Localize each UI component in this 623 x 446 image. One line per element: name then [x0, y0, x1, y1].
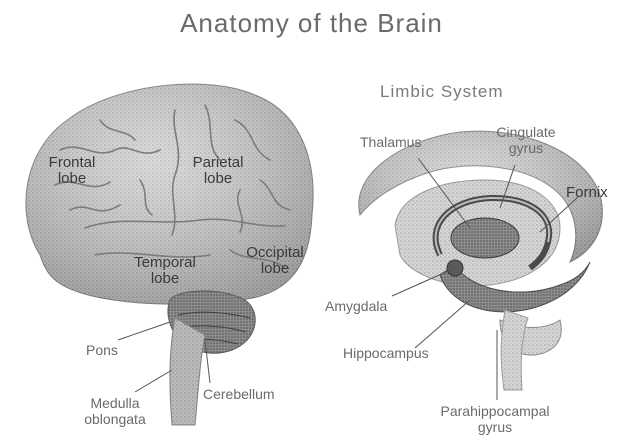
label-parahippocampal-gyrus: Parahippocampal gyrus [425, 403, 565, 435]
label-cingulate-line1: Cingulate [476, 124, 576, 140]
label-parahippocampal-line2: gyrus [425, 419, 565, 435]
label-fornix: Fornix [566, 185, 608, 201]
label-amygdala: Amygdala [325, 298, 387, 314]
label-frontal-lobe-line1: Frontal [36, 155, 108, 171]
label-medulla-oblongata: Medulla oblongata [65, 395, 165, 427]
label-hippocampus: Hippocampus [343, 345, 429, 361]
label-pons: Pons [86, 342, 118, 358]
label-occipital-lobe-line1: Occipital [233, 245, 317, 261]
label-frontal-lobe: Frontal lobe [36, 155, 108, 187]
label-cerebellum: Cerebellum [203, 386, 275, 402]
label-cingulate-gyrus: Cingulate gyrus [476, 124, 576, 156]
label-temporal-lobe: Temporal lobe [122, 255, 208, 287]
label-medulla-line1: Medulla [65, 395, 165, 411]
label-occipital-lobe-line2: lobe [233, 261, 317, 277]
label-temporal-lobe-line1: Temporal [122, 255, 208, 271]
label-parahippocampal-line1: Parahippocampal [425, 403, 565, 419]
label-parietal-lobe-line2: lobe [178, 171, 258, 187]
label-temporal-lobe-line2: lobe [122, 271, 208, 287]
label-medulla-line2: oblongata [65, 411, 165, 427]
label-cingulate-line2: gyrus [476, 140, 576, 156]
limbic-system-title: Limbic System [380, 82, 504, 102]
label-parietal-lobe: Parietal lobe [178, 155, 258, 187]
label-frontal-lobe-line2: lobe [36, 171, 108, 187]
label-thalamus: Thalamus [360, 134, 421, 150]
label-parietal-lobe-line1: Parietal [178, 155, 258, 171]
label-occipital-lobe: Occipital lobe [233, 245, 317, 277]
thalamus-shape [451, 218, 519, 258]
